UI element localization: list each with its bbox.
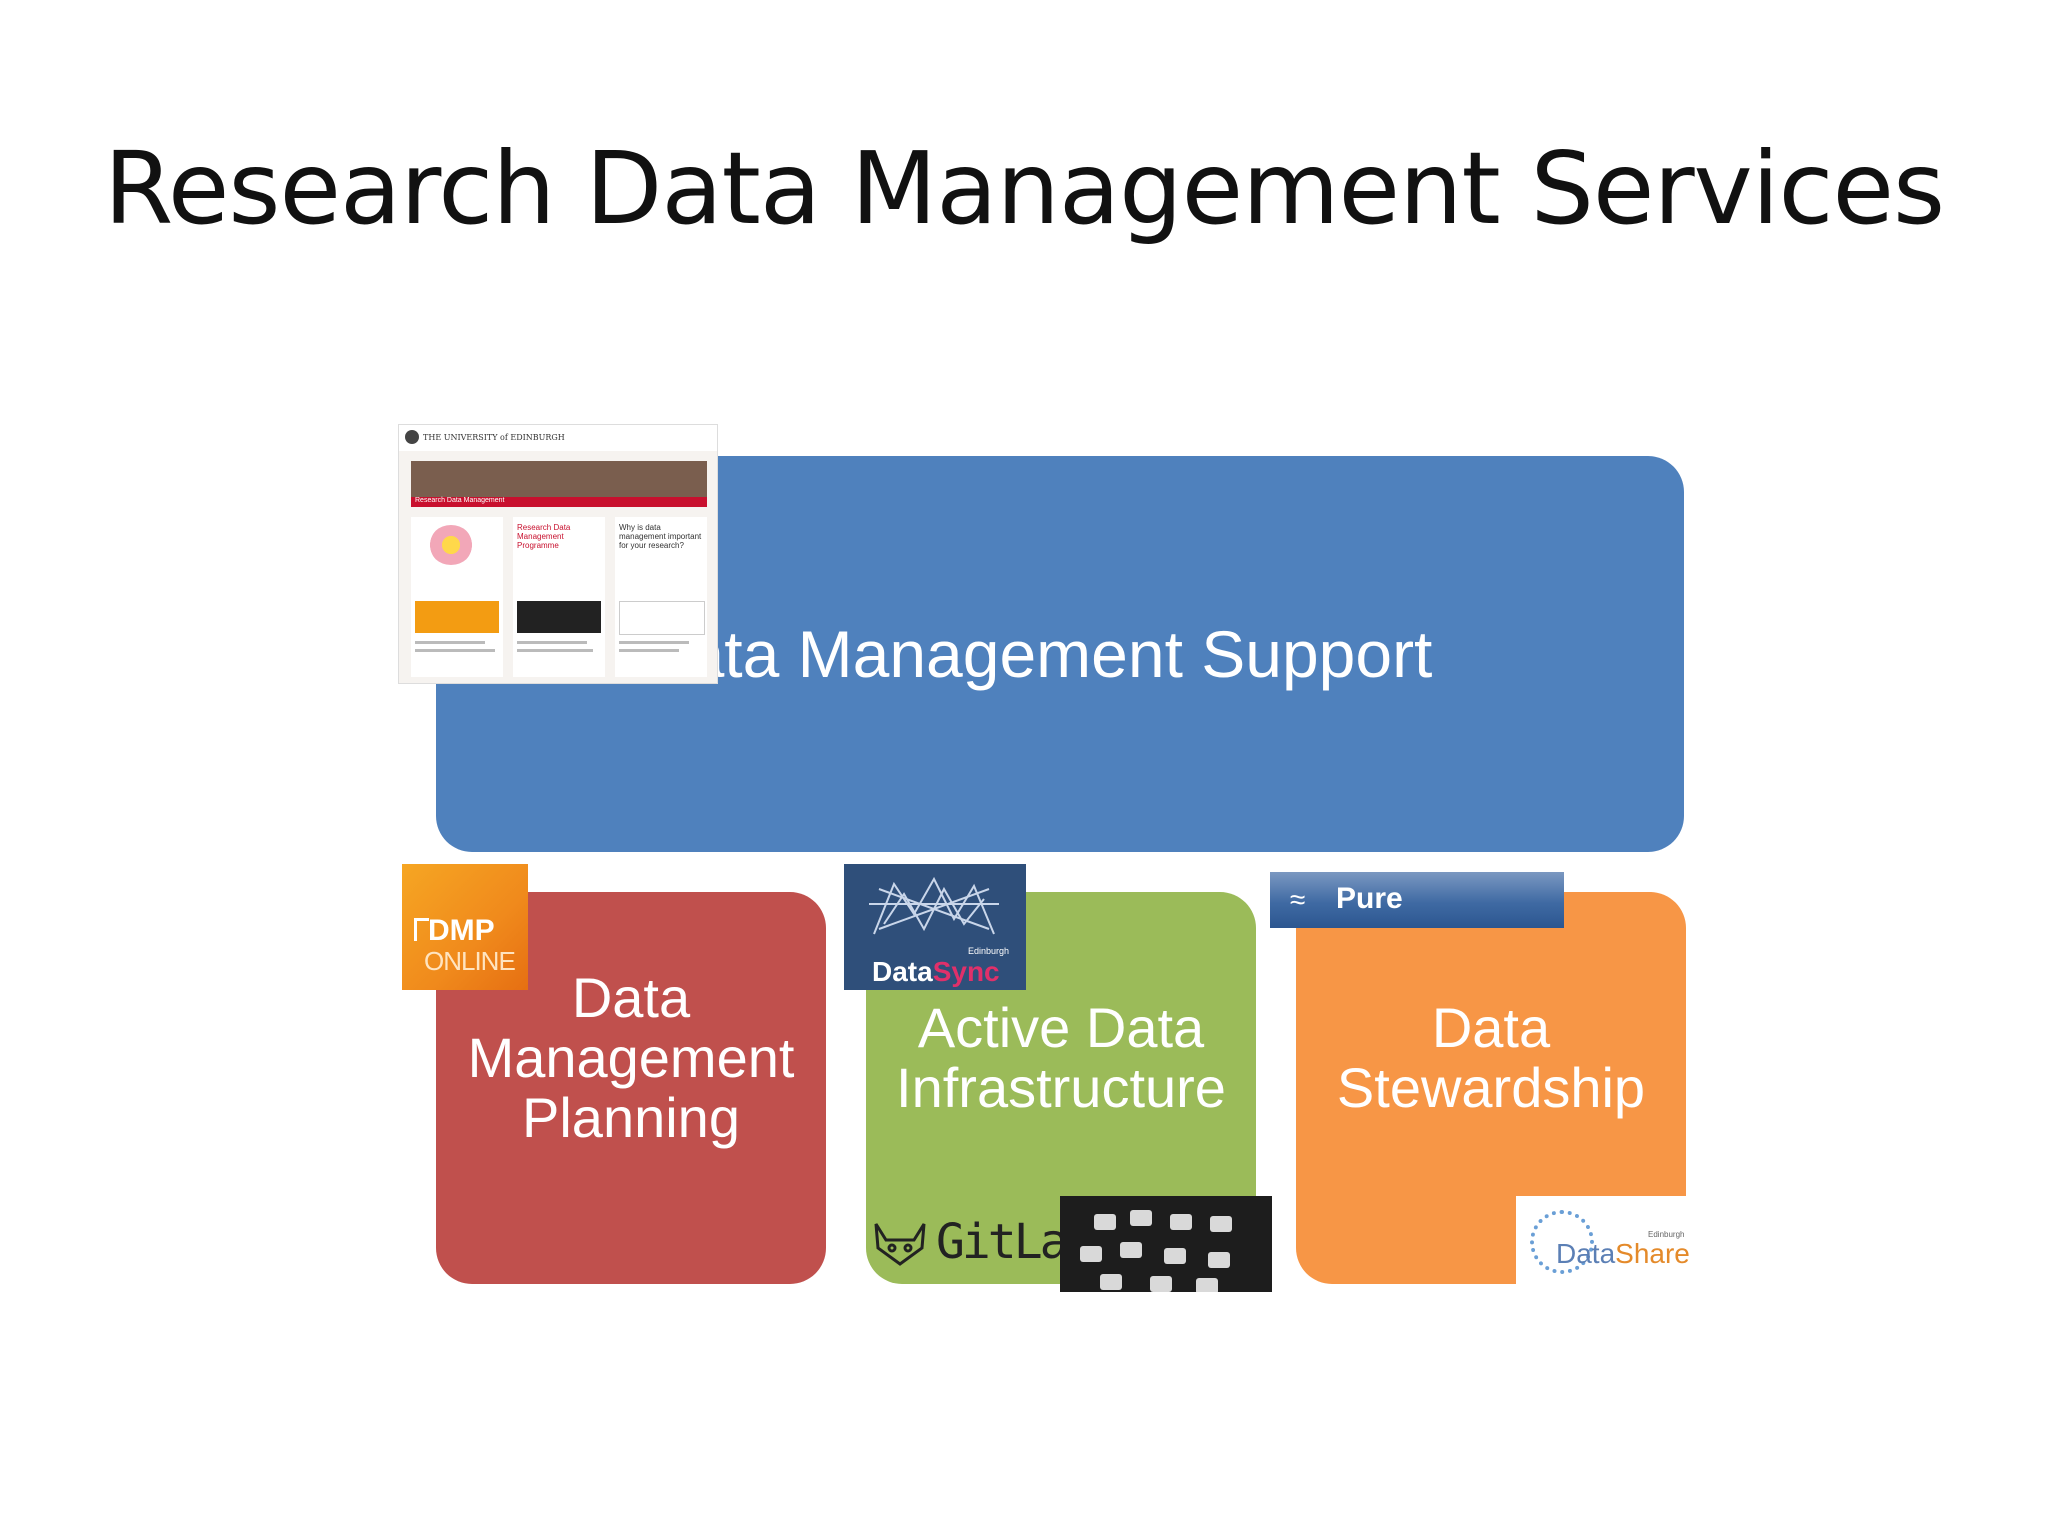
datashare-thumb xyxy=(619,601,705,635)
dmp-stripes-icon xyxy=(414,918,429,941)
datasync-wordmark: DataSync xyxy=(872,956,1000,987)
drives-thumb xyxy=(517,601,601,633)
datashare-small-text: Edinburgh xyxy=(1648,1230,1685,1239)
rdm-support-label: ata Management Support xyxy=(687,617,1433,691)
gitlab-fox-icon xyxy=(874,1223,926,1266)
site-col3-heading: Why is data management important for you… xyxy=(619,523,702,550)
datasync-network-icon xyxy=(869,876,999,935)
site-red-bar: Research Data Management xyxy=(411,497,707,507)
dmp-logo-subtext: ONLINE xyxy=(424,946,516,976)
site-header-text: THE UNIVERSITY of EDINBURGH xyxy=(423,433,565,442)
pure-wordmark: Pure xyxy=(1336,882,1403,915)
dmp-logo-text: DMP xyxy=(428,914,495,947)
pure-logo: ≈ Pure xyxy=(1270,872,1564,928)
datashare-wordmark: DataShare xyxy=(1556,1238,1690,1269)
dmp-online-logo: DMP ONLINE xyxy=(402,864,528,990)
site-col2-heading: Research Data Management Programme xyxy=(517,523,571,550)
university-crest-icon xyxy=(405,430,419,444)
datashare-logo: Edinburgh DataShare xyxy=(1516,1196,1690,1296)
page-title: Research Data Management Services xyxy=(103,130,1945,247)
hard-drives-photo xyxy=(1060,1196,1272,1292)
stewardship-box-label: Data Stewardship xyxy=(1336,996,1646,1119)
adi-box-label: Active Data Infrastructure xyxy=(896,996,1226,1119)
site-bar-text: Research Data Management xyxy=(415,497,505,504)
dmp-online-thumb xyxy=(415,601,499,633)
site-column-3: Why is data management important for you… xyxy=(615,517,707,677)
datashare-ring-icon xyxy=(1530,1210,1594,1274)
pure-swirl-icon: ≈ xyxy=(1290,884,1306,915)
site-banner-image xyxy=(411,461,707,497)
datasync-logo: Edinburgh DataSync xyxy=(844,864,1026,990)
flower-image xyxy=(429,525,473,565)
site-header: THE UNIVERSITY of EDINBURGH xyxy=(399,425,717,451)
gitlab-logo: GitLab xyxy=(872,1210,1094,1276)
dmp-box-label: Data Management Planning xyxy=(467,966,795,1149)
rdm-website-screenshot: THE UNIVERSITY of EDINBURGH Research Dat… xyxy=(398,424,718,684)
datasync-small-text: Edinburgh xyxy=(968,946,1010,956)
site-column-2: Research Data Management Programme xyxy=(513,517,605,677)
site-column-1 xyxy=(411,517,503,677)
